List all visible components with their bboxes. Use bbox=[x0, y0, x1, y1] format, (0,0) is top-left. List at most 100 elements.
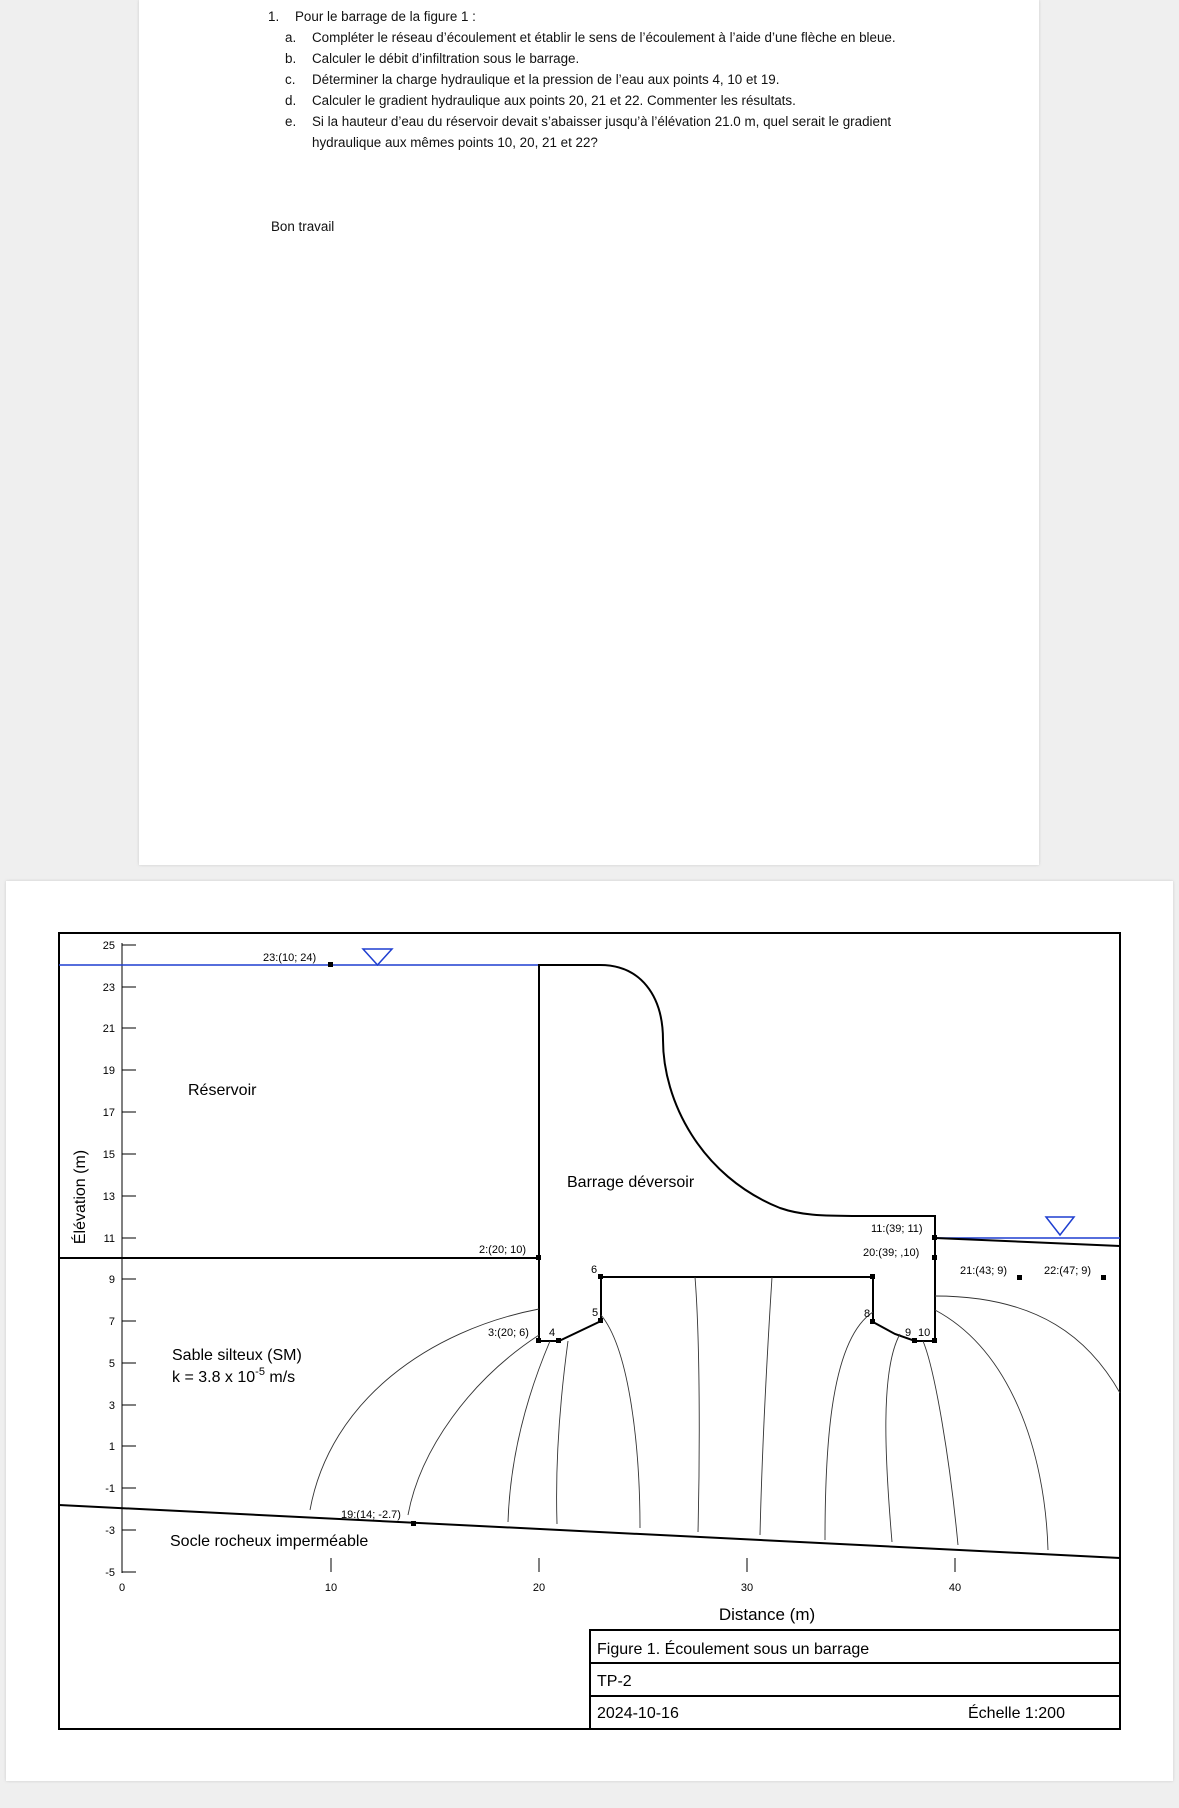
y-tick-labels: 25 23 21 19 17 15 13 11 9 7 5 3 1 -1 -3 … bbox=[103, 940, 115, 1579]
point-markers bbox=[328, 962, 1106, 1526]
y-tick-label: 21 bbox=[103, 1023, 115, 1035]
equipotential-line bbox=[824, 1311, 874, 1541]
permeability-exponent: -5 bbox=[255, 1366, 265, 1378]
point-marker bbox=[1017, 1275, 1022, 1280]
y-tick-label: 25 bbox=[103, 940, 115, 952]
equipotential-line bbox=[694, 1276, 700, 1533]
equipotential-line bbox=[934, 1309, 1049, 1551]
flow-line bbox=[934, 1295, 1121, 1394]
point-label: 9 bbox=[905, 1327, 911, 1339]
point-label: 23:(10; 24) bbox=[263, 952, 316, 964]
y-tick-label: 19 bbox=[103, 1065, 115, 1077]
point-labels: 23:(10; 24) 2:(20; 10) 3:(20; 6) 4 5 6 8… bbox=[263, 952, 1091, 1521]
item-letter: e. bbox=[285, 114, 297, 129]
x-tick-labels: 0 10 20 30 40 bbox=[119, 1582, 961, 1594]
question-number: 1. bbox=[268, 9, 280, 24]
flow-net bbox=[309, 1276, 1121, 1551]
permeability-prefix: k = 3.8 x 10 bbox=[172, 1369, 255, 1386]
x-axis-label: Distance (m) bbox=[719, 1605, 815, 1624]
equipotential-line bbox=[885, 1333, 901, 1543]
y-tick-label: 3 bbox=[109, 1400, 115, 1412]
title-block bbox=[589, 1629, 1121, 1730]
figure-frame bbox=[58, 932, 1121, 1730]
item-text: Calculer le débit d’infiltration sous le… bbox=[312, 51, 580, 66]
dam-outline bbox=[538, 964, 936, 1342]
item-text: Compléter le réseau d’écoulement et étab… bbox=[312, 30, 896, 45]
point-marker bbox=[932, 1235, 937, 1240]
y-tick-label: -5 bbox=[105, 1567, 115, 1579]
question-list: 1. Pour le barrage de la figure 1 : a. C… bbox=[268, 6, 908, 153]
soil-label: Sable silteux (SM) bbox=[172, 1347, 302, 1364]
question-text: Pour le barrage de la figure 1 : bbox=[295, 9, 476, 24]
point-label: 22:(47; 9) bbox=[1044, 1265, 1091, 1277]
point-marker bbox=[536, 1255, 541, 1260]
question-1: 1. Pour le barrage de la figure 1 : bbox=[268, 6, 908, 27]
item-text: Calculer le gradient hydraulique aux poi… bbox=[312, 93, 796, 108]
y-tick-label: -1 bbox=[105, 1483, 115, 1495]
x-tick-label: 30 bbox=[741, 1582, 753, 1594]
water-level-marker bbox=[361, 948, 394, 967]
equipotential-line bbox=[407, 1334, 540, 1516]
question-item-e: e. Si la hauteur d’eau du réservoir deva… bbox=[285, 111, 908, 153]
figure-title: Figure 1. Écoulement sous un barrage bbox=[597, 1639, 869, 1658]
project-code: TP-2 bbox=[597, 1673, 632, 1690]
equipotential-line bbox=[922, 1340, 959, 1546]
item-letter: d. bbox=[285, 93, 297, 108]
point-marker bbox=[1101, 1275, 1106, 1280]
y-tick-label: 7 bbox=[109, 1316, 115, 1328]
point-label: 20:(39; ,10) bbox=[863, 1247, 919, 1259]
point-marker bbox=[870, 1274, 875, 1279]
y-tick-label: 11 bbox=[104, 1233, 115, 1245]
x-tick-label: 0 bbox=[119, 1582, 125, 1594]
equipotential-line bbox=[600, 1314, 641, 1529]
point-label: 10 bbox=[918, 1327, 930, 1339]
point-marker bbox=[328, 962, 333, 967]
point-marker bbox=[598, 1318, 603, 1323]
flow-line bbox=[309, 1308, 540, 1511]
question-item-a: a. Compléter le réseau d’écoulement et é… bbox=[285, 27, 908, 48]
bedrock-line bbox=[58, 1504, 1121, 1559]
x-axis bbox=[330, 1558, 956, 1572]
point-label: 21:(43; 9) bbox=[960, 1265, 1007, 1277]
point-label: 6 bbox=[591, 1264, 597, 1276]
x-tick-label: 10 bbox=[325, 1582, 337, 1594]
closing-text: Bon travail bbox=[271, 219, 335, 234]
point-marker bbox=[598, 1274, 603, 1279]
point-marker bbox=[411, 1521, 416, 1526]
y-tick-label: 5 bbox=[109, 1358, 115, 1370]
point-marker bbox=[932, 1255, 937, 1260]
point-label: 4 bbox=[549, 1327, 555, 1339]
question-item-d: d. Calculer le gradient hydraulique aux … bbox=[285, 90, 908, 111]
x-tick-label: 20 bbox=[533, 1582, 545, 1594]
water-level-marker bbox=[1044, 1216, 1076, 1237]
permeability-unit: m/s bbox=[265, 1369, 295, 1386]
point-label: 5 bbox=[592, 1307, 598, 1319]
equipotential-line bbox=[507, 1340, 551, 1523]
y-tick-label: -3 bbox=[105, 1525, 115, 1537]
point-marker bbox=[536, 1338, 541, 1343]
point-marker bbox=[870, 1319, 875, 1324]
x-tick-label: 40 bbox=[949, 1582, 961, 1594]
question-item-b: b. Calculer le débit d’infiltration sous… bbox=[285, 48, 908, 69]
figure-date: 2024-10-16 bbox=[597, 1705, 679, 1722]
bedrock-label: Socle rocheux imperméable bbox=[170, 1533, 368, 1550]
item-letter: a. bbox=[285, 30, 297, 45]
item-letter: b. bbox=[285, 51, 297, 66]
question-page bbox=[139, 0, 1039, 865]
permeability-label: k = 3.8 x 10-5 m/s bbox=[172, 1366, 295, 1386]
point-label: 2:(20; 10) bbox=[479, 1244, 526, 1256]
point-label: 3:(20; 6) bbox=[488, 1327, 529, 1339]
figure-scale: Échelle 1:200 bbox=[968, 1703, 1065, 1722]
question-item-c: c. Déterminer la charge hydraulique et l… bbox=[285, 69, 908, 90]
point-label: 19:(14; -2.7) bbox=[341, 1509, 401, 1521]
reservoir-label: Réservoir bbox=[188, 1082, 257, 1099]
equipotential-line bbox=[556, 1340, 569, 1525]
y-tick-label: 13 bbox=[103, 1191, 115, 1203]
y-tick-label: 1 bbox=[109, 1441, 115, 1453]
y-tick-label: 9 bbox=[109, 1274, 115, 1286]
y-tick-label: 23 bbox=[103, 982, 115, 994]
point-label: 11:(39; 11) bbox=[871, 1223, 923, 1235]
y-tick-label: 15 bbox=[103, 1149, 115, 1161]
item-text: Déterminer la charge hydraulique et la p… bbox=[312, 72, 780, 87]
